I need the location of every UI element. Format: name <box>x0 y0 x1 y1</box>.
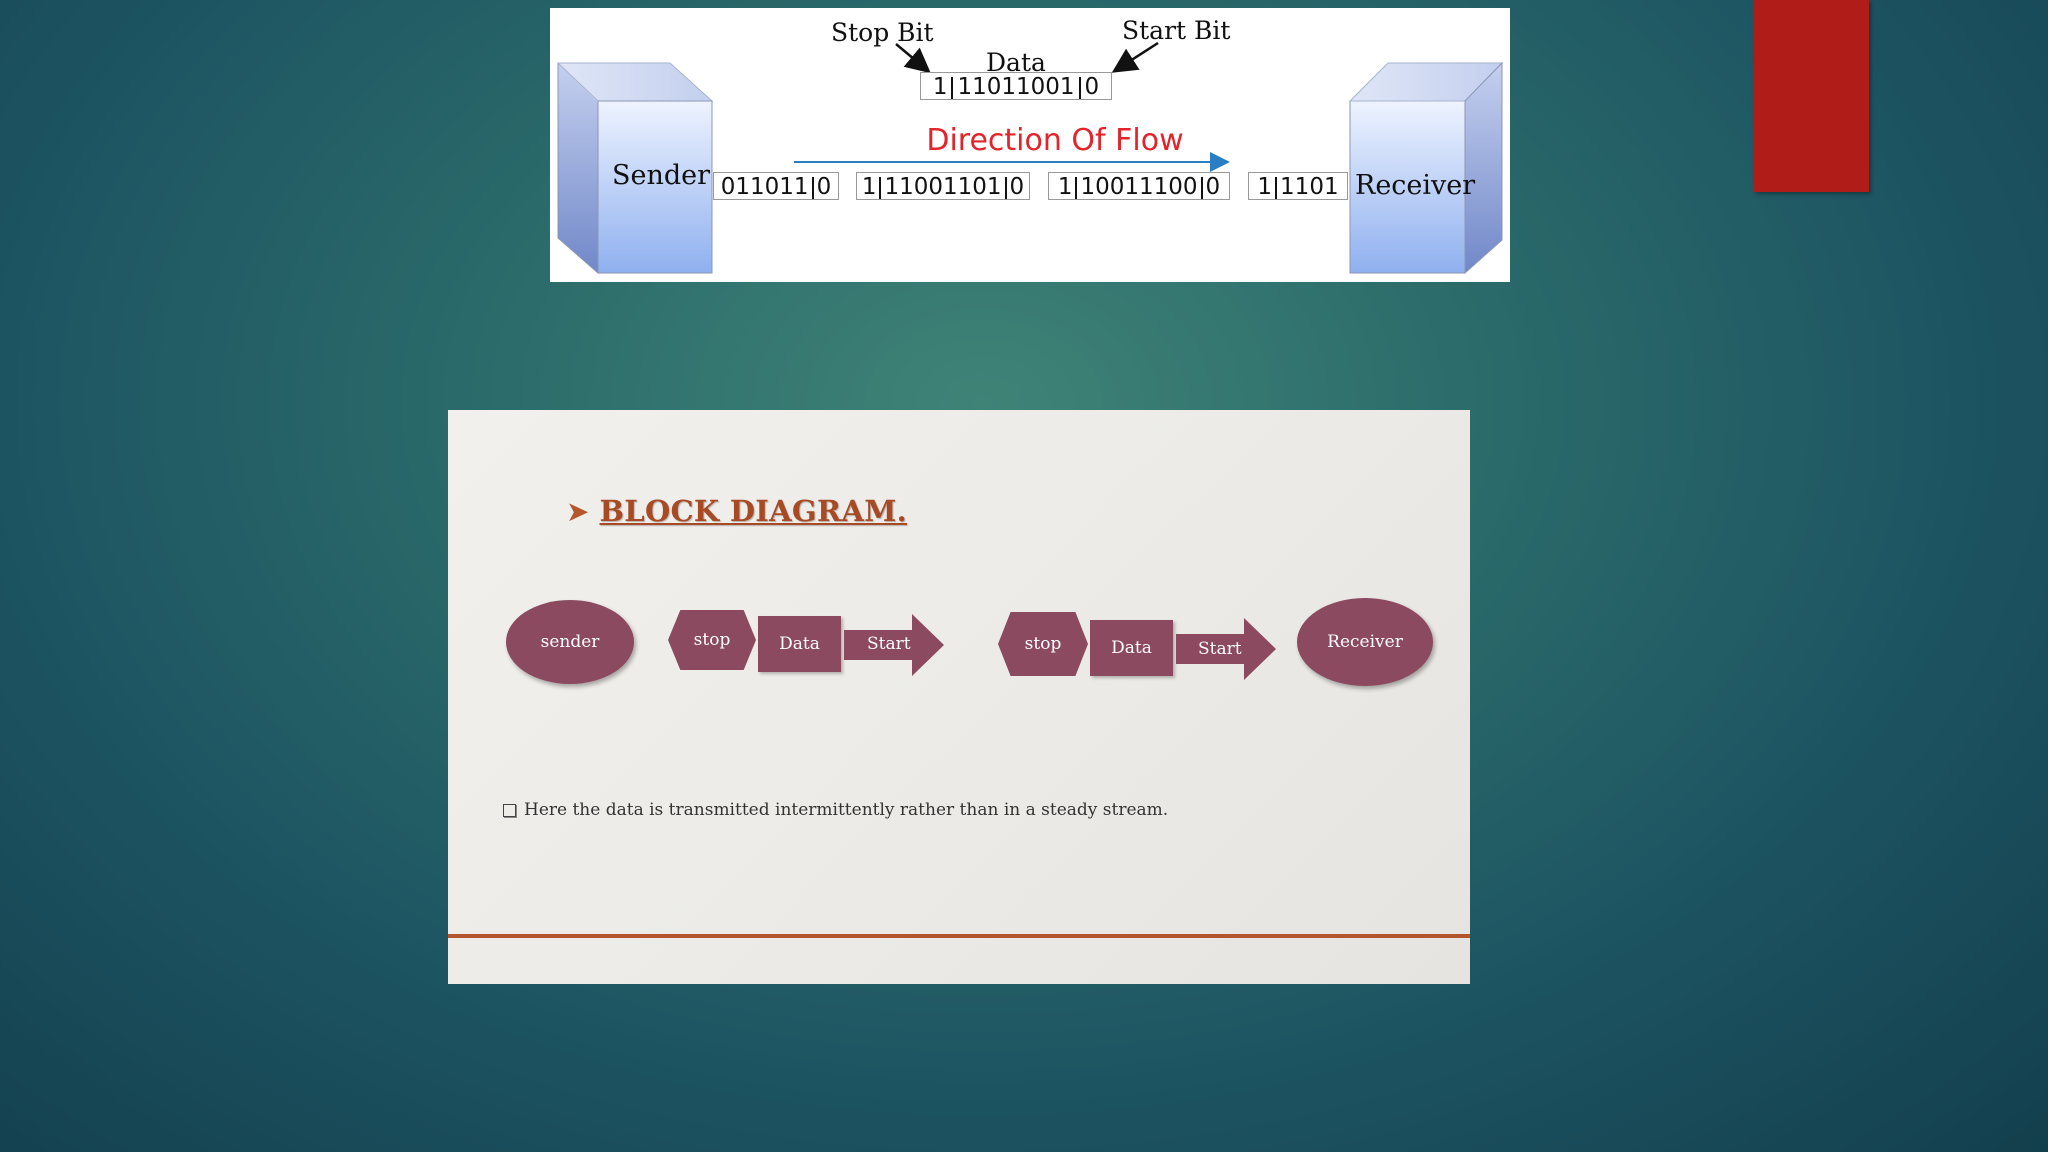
stream-frame-2: 1 11001101 0 <box>856 172 1030 200</box>
sender-oval: sender <box>506 600 634 684</box>
frame-data-bits: 10011100 <box>1080 174 1198 200</box>
receiver-cube <box>1348 61 1504 275</box>
stream-frame-3: 1 10011100 0 <box>1048 172 1230 200</box>
frame-stop-bit: 1 <box>1057 174 1073 200</box>
bullet-point: Here the data is transmitted intermitten… <box>503 800 1168 820</box>
stop-bit-label: Stop Bit <box>831 18 934 47</box>
receiver-label: Receiver <box>1355 170 1476 201</box>
sender-cube <box>556 62 714 275</box>
start-arrow-label: Start <box>867 634 911 654</box>
start-arrow: Start <box>1176 618 1276 680</box>
red-accent-bar <box>1754 0 1869 192</box>
frame-start-bit: 0 <box>816 174 832 200</box>
frame-data-bits: 11011001 <box>957 74 1075 100</box>
direction-of-flow-label: Direction Of Flow <box>926 123 1184 158</box>
arrow-bullet-icon: ➤ <box>566 494 590 528</box>
frame-stop-bit: 1 <box>1257 174 1273 200</box>
frame-data-bits: 11001101 <box>884 174 1002 200</box>
stop-bit-pointer <box>895 43 931 74</box>
data-block: Data <box>758 616 841 672</box>
frame-start-bit: 0 <box>1205 174 1221 200</box>
frame-start-bit: 0 <box>1084 74 1100 100</box>
frame-stop-bit: 1 <box>861 174 877 200</box>
start-arrow-label: Start <box>1198 639 1242 659</box>
start-arrow-shape <box>844 614 944 676</box>
stop-hexagon: stop <box>668 610 756 670</box>
sample-frame: 1 11011001 0 <box>920 72 1112 100</box>
data-block: Data <box>1090 620 1173 676</box>
stream-frame-4: 1 1101 <box>1248 172 1348 200</box>
start-bit-pointer <box>1111 41 1159 73</box>
checkbox-bullet-icon <box>503 803 516 817</box>
bullet-text: Here the data is transmitted intermitten… <box>524 800 1169 820</box>
frame-data-bits: 011011 <box>720 174 809 200</box>
stream-frame-1: 011011 0 <box>713 172 839 200</box>
receiver-oval: Receiver <box>1297 598 1433 686</box>
frame-data-bits: 1101 <box>1280 174 1339 200</box>
sender-label: Sender <box>612 160 711 191</box>
start-bit-label: Start Bit <box>1122 16 1231 45</box>
stop-hexagon: stop <box>998 612 1088 676</box>
heading-row: ➤ BLOCK DIAGRAM. <box>566 494 907 528</box>
async-transmission-diagram: Sender Receiver Stop Bit Start Bit Data … <box>550 8 1510 282</box>
block-diagram-slide: ➤ BLOCK DIAGRAM. sender stop Data Start … <box>448 410 1470 984</box>
block-diagram-heading: BLOCK DIAGRAM. <box>599 494 907 528</box>
footer-divider <box>448 934 1470 938</box>
start-arrow: Start <box>844 614 944 676</box>
start-arrow-shape <box>1176 618 1276 680</box>
diagram-graphics <box>556 41 1504 275</box>
frame-stop-bit: 1 <box>932 74 948 100</box>
frame-start-bit: 0 <box>1009 174 1025 200</box>
